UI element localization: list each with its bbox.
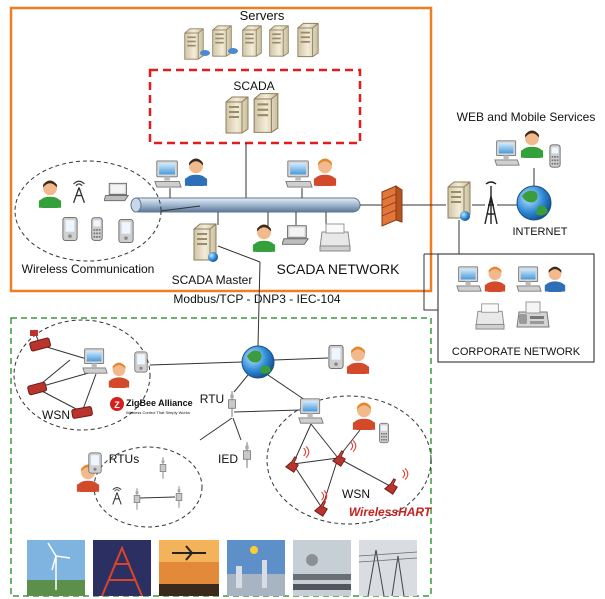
globe-icon — [460, 211, 470, 221]
internet-label: INTERNET — [513, 226, 568, 238]
network-backbone — [130, 197, 361, 213]
user-icon — [520, 130, 544, 158]
user-icon — [352, 402, 376, 430]
transmission-tower-photo — [93, 540, 151, 597]
wireless-communication-label: Wireless Communication — [22, 262, 155, 276]
pda-icon — [134, 351, 148, 373]
antenna-icon — [72, 180, 86, 204]
printer-icon — [319, 223, 351, 252]
bus-drop-lines — [169, 188, 327, 230]
zigbee-logo: Z ZigBee Alliance Wireless Control That … — [110, 397, 193, 415]
workstation-icon — [456, 266, 482, 292]
radio-tower-icon — [484, 181, 498, 225]
mobile-phone-icon — [91, 217, 103, 241]
corporate-network-label: CORPORATE NETWORK — [452, 346, 581, 358]
ied-icon — [243, 442, 251, 468]
scada-server-icon — [253, 93, 279, 133]
airport-photo — [159, 540, 219, 596]
workstation-icon — [82, 348, 108, 374]
ied-label: IED — [218, 452, 238, 466]
server-icon — [242, 25, 262, 57]
wsn-right-label: WSN — [342, 487, 370, 501]
workstation-icon — [285, 160, 313, 188]
wsn-left-label: WSN — [42, 408, 70, 422]
user-icon — [313, 158, 337, 186]
link-line — [160, 205, 201, 212]
server-icon — [297, 22, 319, 58]
pda-icon — [328, 344, 344, 370]
link-line — [217, 245, 261, 263]
wind-turbine-photo — [27, 540, 85, 596]
link-line — [257, 261, 261, 347]
laptop-icon — [104, 182, 129, 202]
mobile-phone-icon — [379, 422, 389, 444]
user-icon — [252, 224, 276, 252]
laptop-icon — [282, 225, 309, 245]
wsn-right-group — [266, 395, 432, 525]
refinery-photo — [227, 540, 285, 596]
disk-icon — [200, 50, 210, 56]
user-icon — [346, 346, 370, 374]
pda-icon — [118, 218, 134, 244]
rtu-icon — [159, 456, 167, 480]
firewall-icon — [381, 185, 403, 227]
workstation-icon — [154, 160, 182, 188]
web-mobile-label: WEB and Mobile Services — [457, 110, 596, 124]
field-links — [149, 357, 329, 441]
field-globe-icon — [241, 345, 275, 379]
workstation-icon — [298, 398, 324, 424]
rtu-label: RTU — [200, 392, 224, 406]
zigbee-node-icons — [27, 330, 93, 419]
globe-icon — [208, 252, 218, 262]
rtu-icon — [228, 390, 236, 418]
pda-icon — [62, 216, 78, 242]
user-icon — [108, 362, 130, 388]
scada-label: SCADA — [233, 79, 274, 93]
power-lines-photo — [358, 540, 418, 597]
antenna-icon — [112, 487, 122, 505]
servers-group — [184, 22, 319, 60]
server-icon — [184, 28, 204, 60]
wsn-right-links — [292, 423, 391, 509]
scada-server-icon — [225, 96, 249, 134]
scada-network-boundary — [9, 6, 433, 293]
user-icon — [184, 158, 208, 186]
server-icon — [269, 25, 289, 57]
disk-icon — [228, 48, 238, 54]
link-line — [423, 220, 460, 311]
workstation-icon — [494, 140, 520, 166]
user-icon — [38, 180, 62, 208]
field-area-boundary — [10, 317, 432, 597]
svg-text:Z: Z — [114, 400, 120, 410]
wsn-left-group — [13, 319, 151, 431]
mobile-phone-icon — [549, 144, 561, 168]
scada-master-label: SCADA Master — [172, 273, 253, 287]
wirelesshart-logo: WirelessHART — [349, 505, 433, 519]
workstation-icon — [516, 266, 542, 292]
rtu-icon — [175, 485, 183, 509]
protocols-label: Modbus/TCP - DNP3 - IEC-104 — [173, 292, 340, 306]
zigbee-tagline: Wireless Control That Simply Works — [126, 410, 190, 415]
servers-label: Servers — [240, 8, 285, 23]
internet-globe-icon — [516, 185, 552, 221]
scada-server-boundary — [148, 68, 362, 145]
pda-icon — [88, 452, 102, 474]
rtus-label: RTUs — [109, 452, 139, 466]
link-line — [139, 496, 176, 499]
scada-network-label: SCADA NETWORK — [277, 261, 401, 277]
pipeline-photo — [293, 540, 351, 596]
industrial-photo-strip — [27, 540, 418, 597]
rtu-icon — [133, 487, 141, 511]
zigbee-label: ZigBee Alliance — [126, 398, 193, 408]
